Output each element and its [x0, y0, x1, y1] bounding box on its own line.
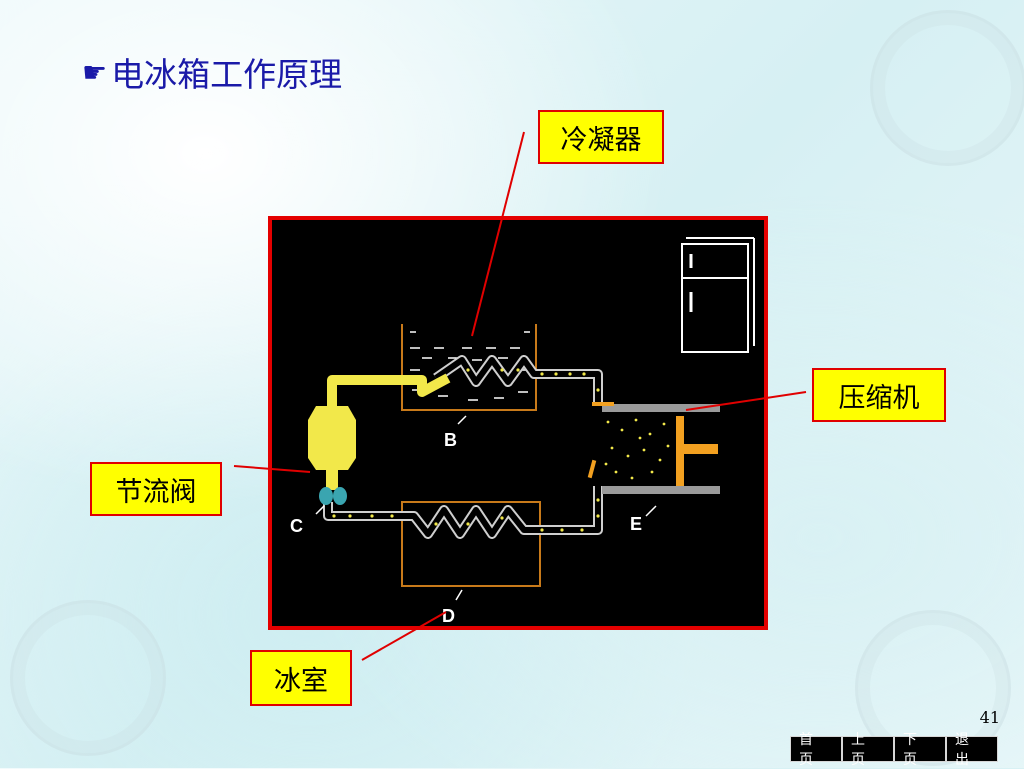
watermark-seal [10, 600, 166, 756]
watermark-seal [855, 610, 1011, 766]
compressor-outlet-valve [592, 402, 614, 406]
compressor-piston-rod [684, 444, 718, 454]
refrigerator-diagram: B C D E [268, 216, 768, 630]
refrigerant-particles [332, 368, 600, 532]
compressor-inlet-valve [587, 459, 597, 479]
throttle-valve-callout: 节流阀 [90, 462, 222, 516]
watermark-seal [870, 10, 1024, 166]
liquid-line [327, 373, 451, 406]
label-d: D [442, 606, 455, 626]
first-page-button[interactable]: 首页 [790, 732, 842, 768]
throttle-valve-body [308, 406, 356, 470]
throttle-valve-nozzle [319, 487, 333, 505]
freezer-container [401, 501, 541, 587]
compressor-callout: 压缩机 [812, 368, 946, 422]
slide-navigation: 首页 上页 下页 退出 [790, 732, 998, 768]
label-c: C [290, 516, 303, 536]
freezer-callout: 冰室 [250, 650, 352, 706]
compressor-cylinder-bottom [602, 486, 720, 494]
previous-page-button[interactable]: 上页 [842, 732, 894, 768]
refrigerator-icon [681, 237, 755, 353]
pointing-hand-icon: ☛ [82, 55, 108, 89]
condenser-callout: 冷凝器 [538, 110, 664, 164]
page-title-text: 电冰箱工作原理 [111, 55, 343, 94]
exit-button[interactable]: 退出 [946, 732, 998, 768]
diagram-svg: B C D E [290, 237, 755, 626]
page-number: 41 [979, 708, 1000, 727]
label-b: B [444, 430, 457, 450]
compressor-cylinder-top [602, 404, 720, 412]
next-page-button[interactable]: 下页 [894, 732, 946, 768]
compressor-gas [604, 418, 670, 480]
compressor-piston [676, 416, 684, 486]
label-e: E [630, 514, 642, 534]
page-title: ☛ 电冰箱工作原理 [82, 50, 342, 94]
condenser-container [401, 324, 537, 411]
